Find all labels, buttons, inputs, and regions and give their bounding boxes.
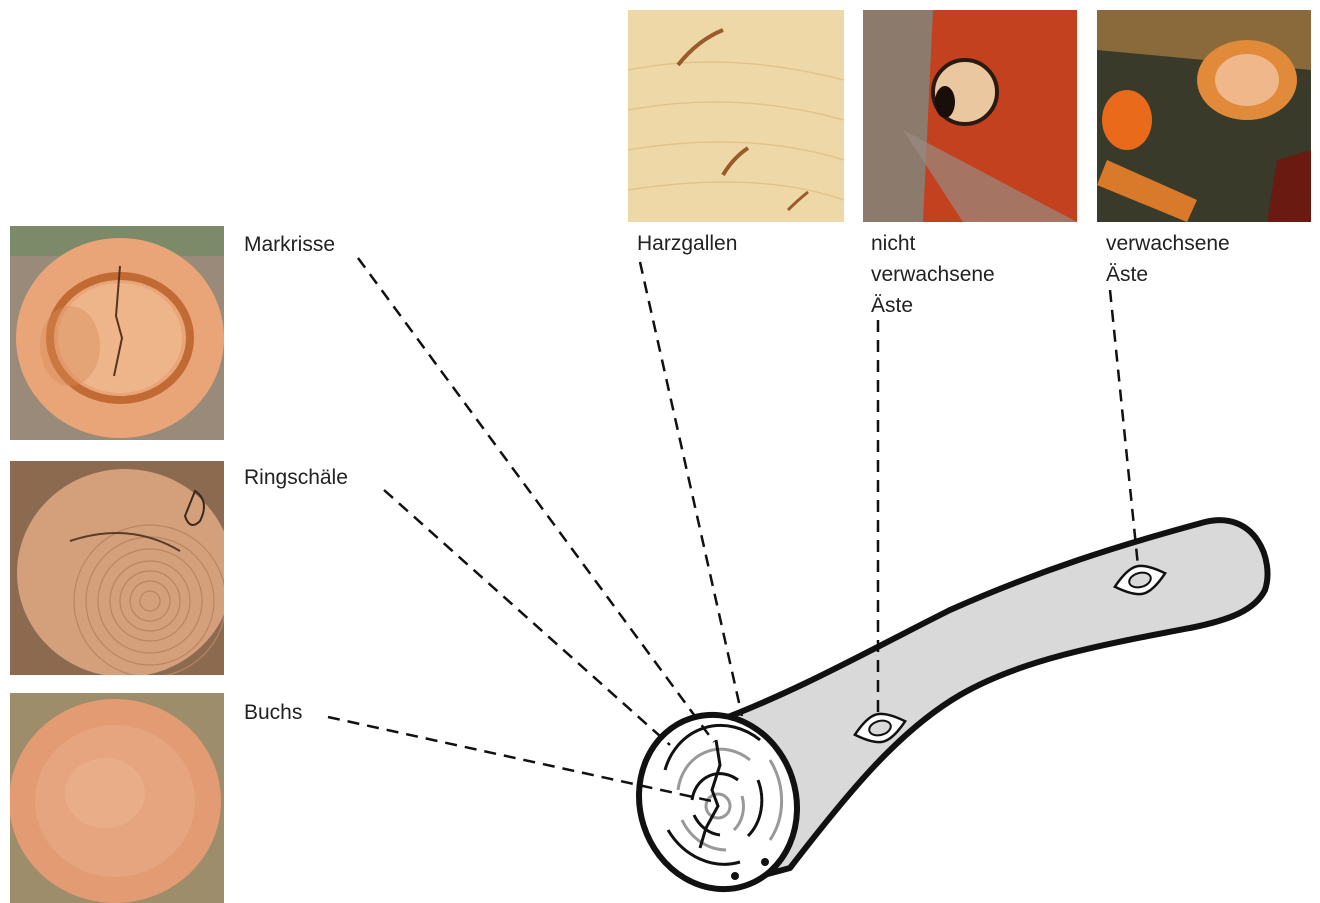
leader-markrisse <box>358 258 714 742</box>
leader-harzgallen <box>640 262 742 716</box>
leader-ringschaele <box>384 490 670 745</box>
ring-shake-dot-1 <box>761 858 769 866</box>
leader-verwachsene <box>1110 290 1138 566</box>
ring-shake-dot-2 <box>731 872 739 880</box>
